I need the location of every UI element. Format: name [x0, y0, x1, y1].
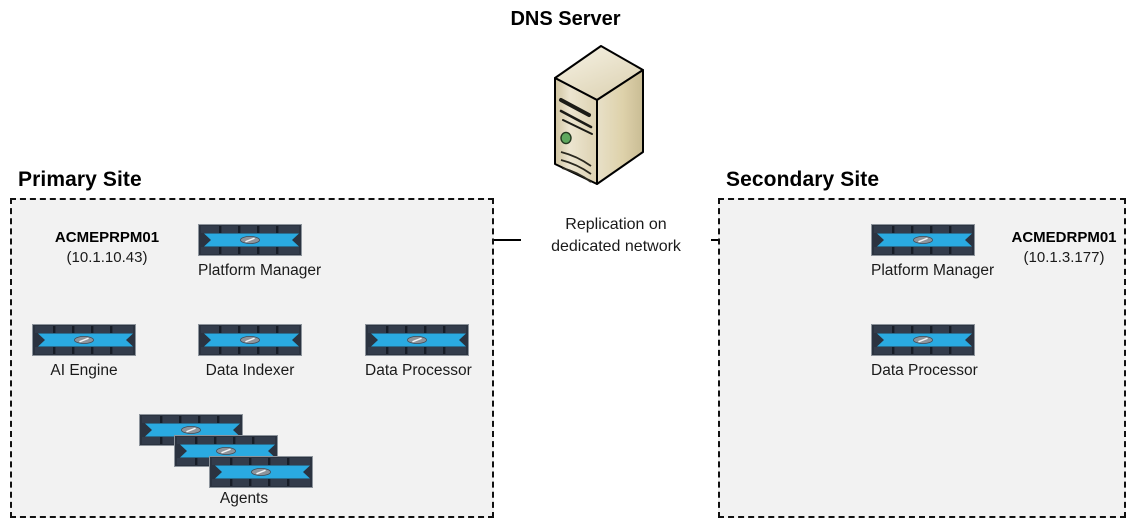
primary-host-name: ACMEPRPM01 [54, 229, 160, 246]
secondary-data-processor[interactable]: Data Processor [871, 324, 978, 380]
secondary-host-label: ACMEDRPM01 (10.1.3.177) [996, 228, 1131, 268]
primary-data-indexer[interactable]: Data Indexer [198, 324, 302, 380]
secondary-platform-manager-label: Platform Manager [871, 262, 995, 279]
network-appliance-icon [871, 224, 975, 256]
network-appliance-icon [871, 324, 975, 356]
primary-host-ip: (10.1.10.43) [66, 248, 148, 266]
primary-platform-manager[interactable]: Platform Manager [198, 224, 322, 280]
dns-server-title: DNS Server [510, 8, 621, 30]
primary-data-indexer-label: Data Indexer [205, 362, 295, 379]
primary-platform-manager-label: Platform Manager [198, 262, 322, 279]
primary-data-processor-label: Data Processor [365, 362, 472, 379]
primary-site-title: Primary Site [18, 168, 142, 191]
primary-ai-engine[interactable]: AI Engine [32, 324, 136, 380]
network-appliance-icon [365, 324, 469, 356]
secondary-site-title: Secondary Site [726, 168, 880, 191]
network-appliance-icon [198, 224, 302, 256]
secondary-platform-manager[interactable]: Platform Manager [871, 224, 995, 280]
primary-data-processor[interactable]: Data Processor [365, 324, 472, 380]
network-appliance-icon [198, 324, 302, 356]
primary-agents-group[interactable]: Agents [139, 414, 349, 508]
primary-agents-label: Agents [219, 490, 269, 507]
replication-label: Replication on dedicated network [521, 212, 711, 261]
secondary-data-processor-label: Data Processor [871, 362, 978, 379]
tower-server-icon [545, 42, 649, 188]
primary-ai-engine-label: AI Engine [50, 362, 118, 379]
network-appliance-icon [32, 324, 136, 356]
replication-label-line1: Replication on [565, 216, 667, 233]
primary-host-label: ACMEPRPM01 (10.1.10.43) [36, 228, 178, 268]
agents-stack [139, 414, 349, 488]
replication-label-line2: dedicated network [551, 238, 681, 256]
network-appliance-icon [209, 456, 313, 488]
secondary-host-name: ACMEDRPM01 [1011, 229, 1117, 246]
secondary-host-ip: (10.1.3.177) [1023, 248, 1105, 266]
